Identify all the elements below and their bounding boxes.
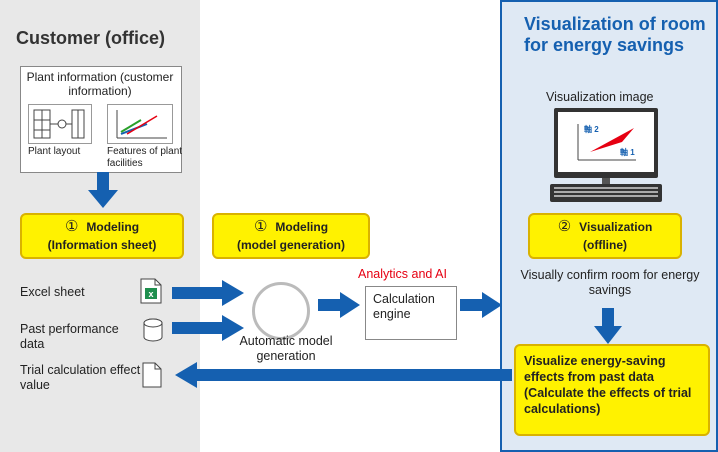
facility-features-icon [107,104,173,144]
plant-layout-icon [28,104,92,144]
auto-model-label: Automatic model generation [239,334,333,363]
customer-title: Customer (office) [16,28,166,48]
document-icon [142,362,162,388]
trial-calc-label: Trial calculation effect value [20,363,141,392]
energy-effects-box [514,344,710,436]
visualization-title: Visualization of room for energy savings [524,14,706,55]
model-generation-circle [252,282,310,340]
monitor-icon [550,108,662,202]
right-arrow-icon [318,292,360,318]
calculation-engine-box [365,286,457,340]
left-arrow-icon [175,362,512,388]
energy-effects-text: Visualize energy-saving effects from pas… [524,354,692,416]
database-icon [143,318,163,342]
down-arrow-icon [594,308,622,344]
analytics-ai-label: Analytics and AI [358,267,447,281]
right-arrow-icon [172,280,244,306]
right-arrow-icon [172,315,244,341]
excel-icon: x [140,278,162,304]
past-performance-label: Past performance data [20,322,119,351]
monitor-axis1-label: 軸 1 [620,148,635,157]
calc-engine-label: Calculation engine [373,292,435,321]
plant-layout-caption: Plant layout [28,146,81,157]
vis-image-label: Visualization image [546,90,654,104]
down-arrow-icon [88,172,118,208]
plant-info-title: Plant information (customer information) [26,70,174,98]
right-arrow-icon [460,292,502,318]
monitor-axis2-label: 軸 2 [584,125,599,134]
svg-text:x: x [148,289,153,299]
facility-features-caption: Features of plant facilities [107,146,183,169]
excel-sheet-label: Excel sheet [20,285,85,299]
confirm-text: Visually confirm room for energy savings [520,268,700,297]
